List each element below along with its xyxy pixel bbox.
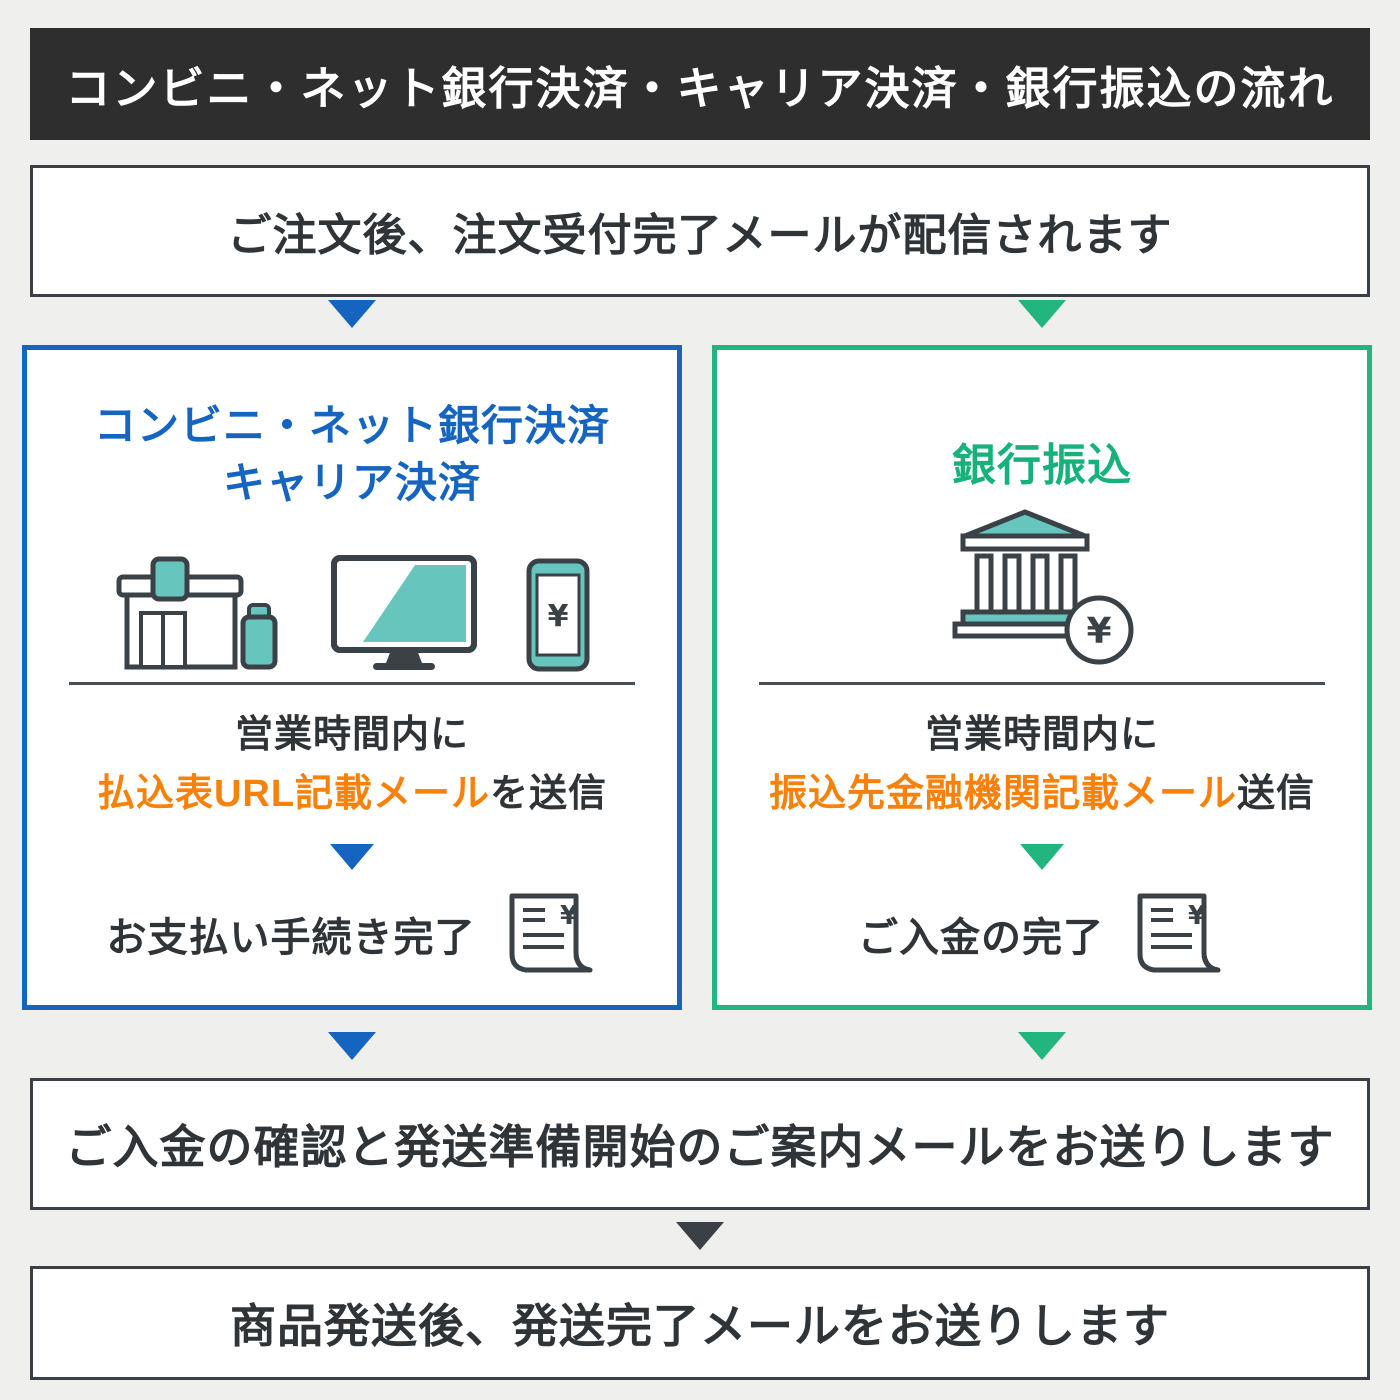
panel-bank-note-line1: 営業時間内に [924,714,1159,756]
panel-conbini-title: コンビニ・ネット銀行決済 キャリア決済 [27,398,677,511]
smartphone-yen-glyph: ¥ [548,599,569,634]
arrow-down-green-inner-icon [1020,844,1064,870]
panel-bank-title-text: 銀行振込 [952,441,1132,490]
arrow-down-green-bottom-icon [1018,1032,1066,1060]
panel-bank-note: 営業時間内に 振込先金融機関記載メール送信 [717,706,1367,824]
arrow-down-green-top-icon [1018,300,1066,328]
step-confirm-box: ご入金の確認と発送準備開始のご案内メールをお送りします [30,1078,1370,1210]
panel-bank-complete-text: ご入金の完了 [858,916,1104,960]
panel-conbini-complete-text: お支払い手続き完了 [106,916,476,960]
step-shipped-text: 商品発送後、発送完了メールをお送りします [230,1300,1170,1352]
panel-bank-divider [759,682,1325,685]
receipt-icon: ¥ [509,893,592,973]
panel-bank-note-line2: 振込先金融機関記載メール送信 [717,765,1367,824]
net-banking-monitor-icon [331,555,477,670]
arrow-down-blue-inner-icon [330,844,374,870]
carrier-smartphone-icon: ¥ [526,558,590,672]
receipt-yen-glyph: ¥ [560,901,579,931]
arrow-down-dark-icon [676,1222,724,1250]
panel-bank-note-highlight: 振込先金融機関記載メール [768,772,1237,815]
step-shipped-box: 商品発送後、発送完了メールをお送りします [30,1266,1370,1380]
panel-conbini-divider [69,682,635,685]
arrow-down-blue-bottom-icon [328,1032,376,1060]
panel-conbini-note-suffix: を送信 [490,772,608,815]
step-order-box: ご注文後、注文受付完了メールが配信されます [30,165,1370,297]
step-order-text: ご注文後、注文受付完了メールが配信されます [227,211,1173,260]
page-title: コンビニ・ネット銀行決済・キャリア決済・銀行振込の流れ [30,28,1370,140]
payment-method-icons: ¥ [27,515,677,673]
panel-conbini-note-line1: 営業時間内に [234,714,469,756]
panel-conbini-title-line2: キャリア決済 [222,458,481,506]
convenience-store-icon [116,556,278,670]
panel-bank-complete: ご入金の完了 ¥ [717,890,1367,978]
bank-icons: ¥ [717,498,1367,670]
panel-conbini-note: 営業時間内に 払込表URL記載メールを送信 [27,706,677,824]
receipt-yen-glyph: ¥ [1188,901,1207,931]
panel-conbini-complete: お支払い手続き完了 ¥ [27,890,677,978]
coin-yen-glyph: ¥ [1086,611,1111,652]
bank-building-icon: ¥ [952,509,1134,665]
panel-bank-transfer: 銀行振込 ¥ 営業時間内に 振込先金融機関記載メール送信 [712,345,1372,1010]
panel-conbini-carrier: コンビニ・ネット銀行決済 キャリア決済 [22,345,682,1010]
panel-bank-title: 銀行振込 [717,436,1367,495]
panel-conbini-title-line1: コンビニ・ネット銀行決済 [93,402,610,449]
step-confirm-text: ご入金の確認と発送準備開始のご案内メールをお送りします [65,1121,1335,1173]
panel-conbini-note-line2: 払込表URL記載メールを送信 [27,765,677,824]
page-title-text: コンビニ・ネット銀行決済・キャリア決済・銀行振込の流れ [65,62,1335,114]
panel-conbini-note-highlight: 払込表URL記載メール [96,772,491,815]
receipt-icon: ¥ [1137,893,1221,973]
panel-bank-note-suffix: 送信 [1237,772,1316,815]
arrow-down-blue-top-icon [328,300,376,328]
